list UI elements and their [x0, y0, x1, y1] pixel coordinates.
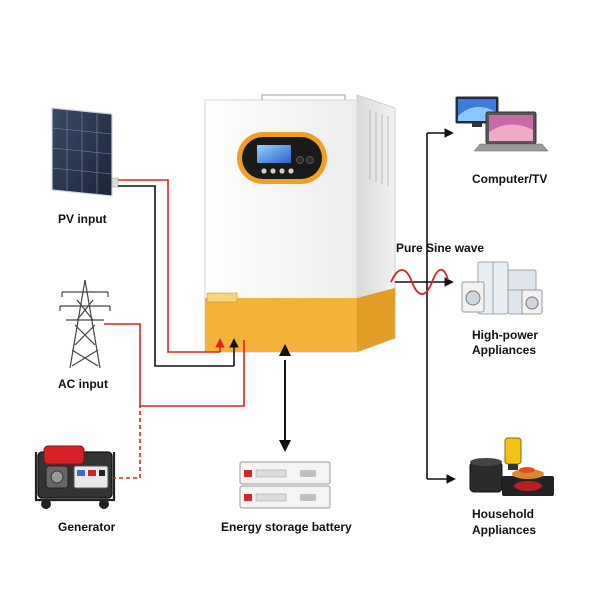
- pv-wire-black: [118, 185, 239, 367]
- battery-icon: [239, 461, 331, 509]
- pure-sine-wave-label: Pure Sine wave: [396, 241, 485, 255]
- ac-input-label: AC input: [58, 377, 108, 391]
- battery-link-arrow: [279, 344, 291, 452]
- pv-input-label: PV input: [58, 212, 107, 226]
- computer-tv-icon: [455, 96, 549, 152]
- pv-wire-red: [118, 179, 225, 353]
- sine-wave-icon: [390, 268, 449, 295]
- household-label-line2: Appliances: [472, 523, 537, 537]
- high-power-label-line1: High-power: [472, 328, 538, 342]
- household-appliances-icon: [469, 437, 554, 496]
- inverter-unit: [204, 94, 396, 353]
- high-power-appliances-icon: [461, 261, 543, 315]
- output-wiring: [395, 128, 456, 484]
- generator-label: Generator: [58, 520, 116, 534]
- transmission-tower-icon: [59, 279, 111, 369]
- household-label-line1: Household: [472, 507, 534, 521]
- battery-label: Energy storage battery: [221, 520, 352, 534]
- generator-icon: [34, 445, 116, 509]
- high-power-label-line2: Appliances: [472, 343, 537, 357]
- generator-wire-dashed: [112, 406, 141, 479]
- computer-tv-label: Computer/TV: [472, 172, 548, 186]
- solar-panel-icon: [51, 107, 119, 197]
